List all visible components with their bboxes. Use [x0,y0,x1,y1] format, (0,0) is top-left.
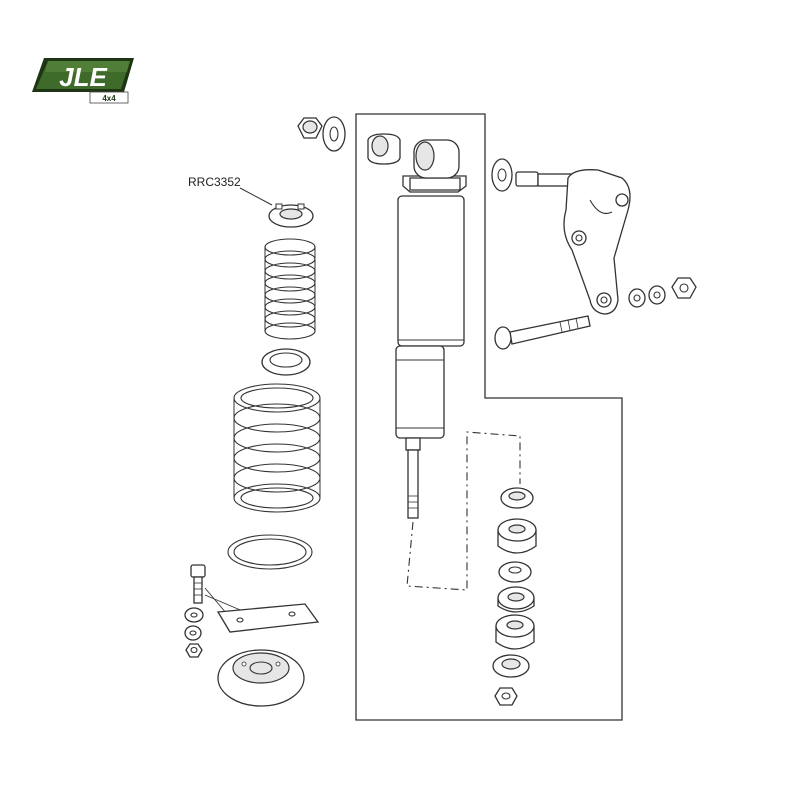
lower-nut [494,687,518,706]
spring-spacer [261,348,311,376]
assembly-frame [355,113,623,721]
small-coil-spring [264,238,316,340]
plate-washer-2 [184,625,202,641]
top-nut [297,117,323,139]
lower-cup-washer [492,654,530,678]
lower-stem-guide [406,431,521,591]
lower-spacer [497,586,535,613]
spring-seat [268,203,314,228]
mounting-bracket [563,169,631,315]
bracket-washer-a [628,288,646,308]
bracket-washer-b [648,285,666,305]
bolt-leader-b [204,594,246,613]
top-washer [322,116,346,152]
lower-washer-2 [498,561,532,583]
callout-label: RRC3352 [188,175,241,189]
plate-nut [185,643,203,658]
shock-absorber [395,139,467,519]
lower-washer-1 [500,487,534,509]
retaining-plate [216,603,320,633]
logo-subtext: 4x4 [102,94,116,103]
callout-leader [239,187,273,206]
retaining-bolt [190,564,206,604]
lower-rubber-bush-1 [497,518,537,554]
lower-rubber-bush-2 [495,614,535,650]
plate-washer-1 [184,607,204,623]
jle-logo: JLE 4x4 [32,58,134,104]
logo-text: JLE [59,62,107,92]
spring-isolator-ring [227,534,313,570]
shock-top-bush [367,133,401,165]
main-coil-spring [233,383,321,513]
bracket-long-bolt [494,315,591,350]
spring-pan [217,649,305,707]
bracket-washer [491,158,513,192]
bracket-pin [515,171,575,187]
bracket-nut [671,277,697,299]
